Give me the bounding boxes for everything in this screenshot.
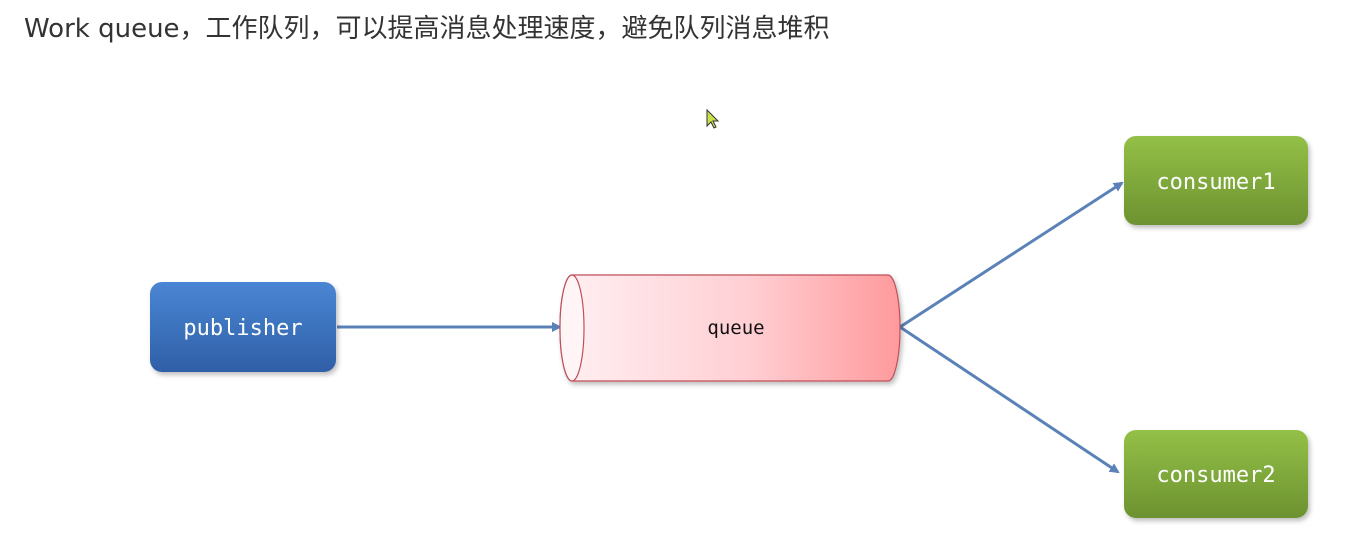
consumer2-node [1124, 430, 1308, 518]
consumer1-node [1124, 136, 1308, 225]
arrow-queue-to-consumer1 [899, 181, 1124, 329]
mouse-cursor-icon [706, 108, 720, 129]
publisher-node [150, 282, 336, 372]
queue-node [559, 274, 901, 382]
consumer1-label: consumer1 [1156, 170, 1275, 195]
queue-label: queue [707, 317, 764, 339]
page-title: Work queue，工作队列，可以提高消息处理速度，避免队列消息堆积 [24, 14, 830, 44]
consumer2-label: consumer2 [1156, 463, 1275, 488]
publisher-label: publisher [183, 316, 302, 341]
arrow-queue-to-consumer2 [899, 325, 1120, 474]
